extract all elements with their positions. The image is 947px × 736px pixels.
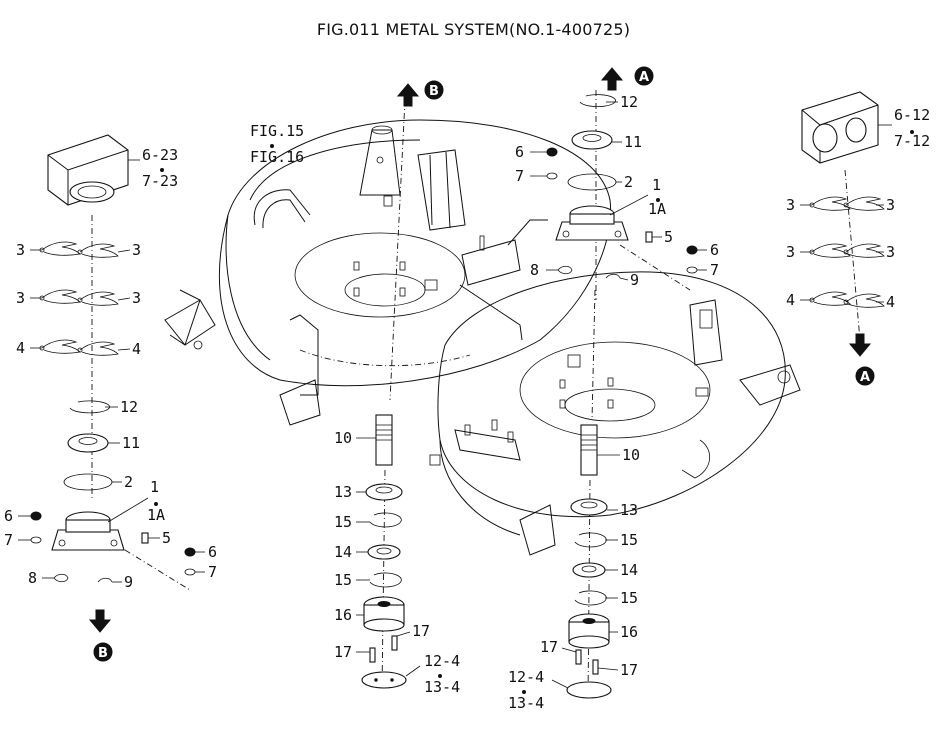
svg-text:17: 17 (412, 622, 430, 640)
svg-text:2: 2 (124, 473, 133, 491)
svg-text:8: 8 (530, 261, 539, 279)
svg-text:12: 12 (120, 398, 138, 416)
svg-text:7: 7 (208, 563, 217, 581)
far-right-assembly (801, 91, 885, 341)
svg-text:3: 3 (132, 289, 141, 307)
svg-text:7: 7 (4, 531, 13, 549)
arrow-marker-a-top: A (600, 66, 654, 91)
svg-text:4: 4 (786, 291, 795, 309)
svg-text:17: 17 (540, 638, 558, 656)
svg-text:3: 3 (886, 196, 895, 214)
svg-text:3: 3 (132, 241, 141, 259)
center-labels: 10 13 15 14 15 16 17 17 12-4 13-4 (334, 429, 460, 696)
svg-text:16: 16 (620, 623, 638, 641)
fig-ref-16: FIG.16 (250, 148, 304, 166)
svg-text:7: 7 (710, 261, 719, 279)
svg-text:14: 14 (620, 561, 638, 579)
arrow-marker-b-top: B (396, 80, 444, 107)
svg-text:9: 9 (630, 271, 639, 289)
arrow-marker-b-left: B (88, 609, 113, 662)
svg-text:11: 11 (122, 434, 140, 452)
upper-right-labels: 12 11 6 7 2 1 1A 5 6 7 8 9 (515, 93, 719, 289)
svg-text:12-4: 12-4 (508, 668, 544, 686)
svg-text:17: 17 (620, 661, 638, 679)
svg-text:13-4: 13-4 (508, 694, 544, 712)
svg-text:6: 6 (4, 507, 13, 525)
svg-text:3: 3 (786, 243, 795, 261)
svg-text:6: 6 (208, 543, 217, 561)
svg-text:15: 15 (620, 589, 638, 607)
svg-text:4: 4 (16, 339, 25, 357)
left-assembly (30, 134, 196, 591)
svg-text:7-23: 7-23 (142, 172, 178, 190)
svg-text:13-4: 13-4 (424, 678, 460, 696)
svg-text:3: 3 (16, 241, 25, 259)
svg-text:12-4: 12-4 (424, 652, 460, 670)
svg-text:13: 13 (620, 501, 638, 519)
svg-text:9: 9 (124, 573, 133, 591)
svg-text:1: 1 (652, 176, 661, 194)
svg-text:1A: 1A (147, 506, 165, 524)
center-spindle-assembly (361, 99, 407, 691)
svg-text:B: B (429, 84, 439, 99)
svg-text:3: 3 (16, 289, 25, 307)
svg-text:7: 7 (515, 167, 524, 185)
svg-text:3: 3 (786, 196, 795, 214)
figure-refs: FIG.15 FIG.16 (250, 122, 304, 166)
svg-text:8: 8 (28, 569, 37, 587)
svg-text:B: B (98, 646, 108, 661)
leader-lines (18, 101, 892, 689)
svg-text:7-12: 7-12 (894, 132, 930, 150)
svg-text:10: 10 (334, 429, 352, 447)
svg-text:A: A (639, 70, 649, 85)
svg-text:5: 5 (162, 529, 171, 547)
svg-text:16: 16 (334, 606, 352, 624)
svg-text:1: 1 (150, 478, 159, 496)
svg-text:15: 15 (334, 513, 352, 531)
svg-text:6-23: 6-23 (142, 146, 178, 164)
svg-text:15: 15 (334, 571, 352, 589)
right-spindle-labels: 10 13 15 14 15 16 17 17 12-4 13-4 (508, 446, 640, 712)
svg-text:A: A (860, 370, 870, 385)
svg-text:6: 6 (515, 143, 524, 161)
left-labels: 6-23 7-23 3 3 3 3 4 4 12 11 2 1 1A 6 7 5… (4, 146, 217, 591)
upper-right-housing-assembly (546, 90, 698, 300)
svg-text:4: 4 (886, 293, 895, 311)
svg-text:6: 6 (710, 241, 719, 259)
svg-text:6-12: 6-12 (894, 106, 930, 124)
arrow-marker-a-right: A (848, 333, 875, 386)
mower-deck (164, 119, 801, 556)
svg-text:15: 15 (620, 531, 638, 549)
svg-text:2: 2 (624, 173, 633, 191)
svg-text:11: 11 (624, 133, 642, 151)
svg-text:1A: 1A (648, 200, 666, 218)
fig-ref-15: FIG.15 (250, 122, 304, 140)
right-spindle-assembly (566, 289, 612, 701)
svg-text:4: 4 (132, 340, 141, 358)
svg-text:17: 17 (334, 643, 352, 661)
svg-text:13: 13 (334, 483, 352, 501)
far-right-labels: 6-12 7-12 3 3 3 3 4 4 (786, 106, 930, 311)
svg-text:3: 3 (886, 243, 895, 261)
svg-text:14: 14 (334, 543, 352, 561)
svg-text:10: 10 (622, 446, 640, 464)
svg-text:5: 5 (664, 228, 673, 246)
page-title: FIG.011 METAL SYSTEM(NO.1-400725) (316, 20, 631, 39)
svg-text:12: 12 (620, 93, 638, 111)
